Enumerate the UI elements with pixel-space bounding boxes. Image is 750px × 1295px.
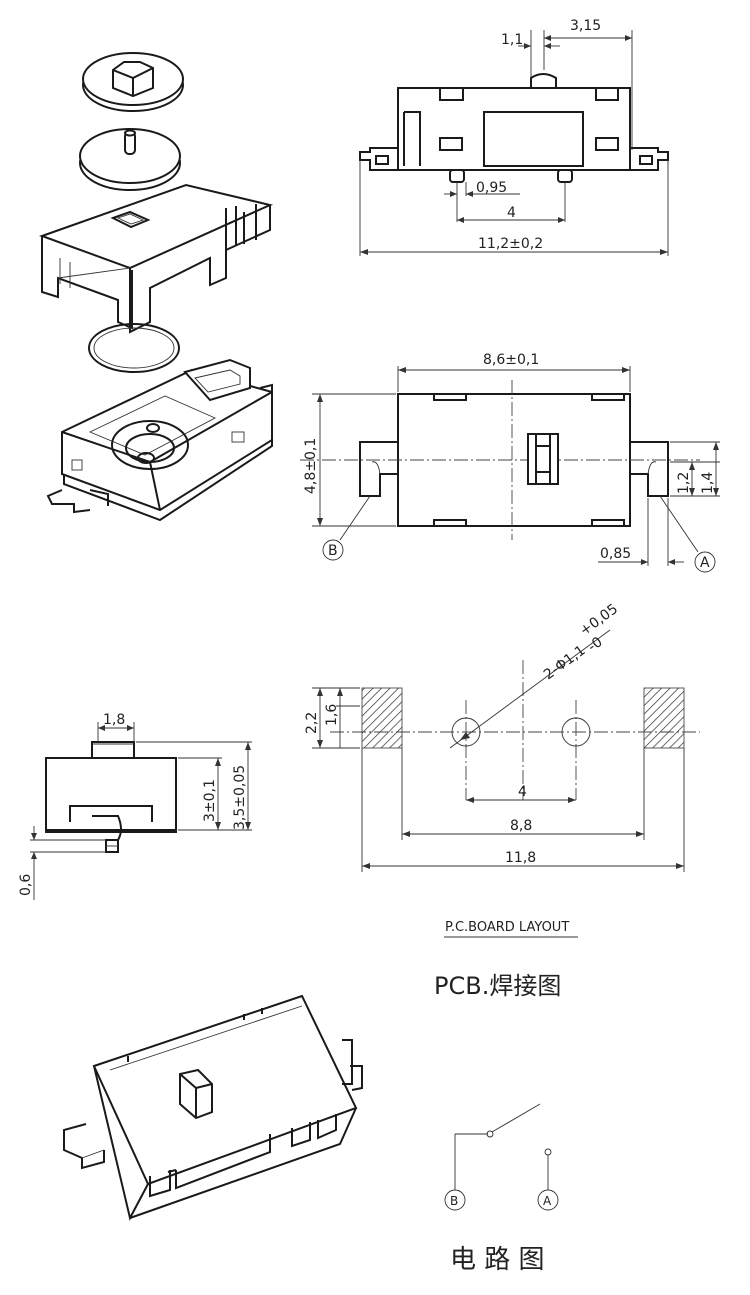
dim-3: 3±0,1 [202, 779, 218, 822]
pad-left [361, 687, 403, 749]
dim-4-pcb: 4 [518, 784, 527, 800]
schematic-label-b: B [450, 1194, 458, 1208]
metal-cover [39, 183, 274, 334]
dim-11-8: 11,8 [505, 850, 536, 866]
plan-view: 8,6±0,1 4,8±0,1 1,2 1,4 0,85 B A [300, 352, 720, 573]
dim-0-6: 0,6 [18, 874, 34, 896]
hole-tol-plus: +0,05 [577, 601, 621, 639]
dim-8-8: 8,8 [510, 818, 532, 834]
dim-4-top: 4 [507, 205, 516, 221]
o-ring [88, 323, 180, 373]
caption-pcb-cn: PCB.焊接图 [434, 972, 561, 1000]
dim-0-85: 0,85 [600, 546, 631, 562]
circuit-schematic: B A [444, 1103, 559, 1211]
exploded-isometric-view [39, 52, 274, 522]
plan-terminal-b: B [328, 543, 338, 559]
dim-11-2: 11,2±0,2 [478, 236, 543, 252]
pcb-layout: 2-Φ1,1 +0,05 -0 2,2 1,6 4 8,8 11,8 [304, 601, 700, 872]
caption-pcb-layout: P.C.BOARD LAYOUT [445, 920, 569, 935]
plunger-disc [79, 128, 181, 191]
dim-1-1: 1,1 [501, 32, 523, 48]
front-view: 1,1 3,15 0,95 4 11,2±0,2 [359, 18, 669, 256]
dim-1-2: 1,2 [676, 472, 692, 494]
pad-right [643, 687, 685, 749]
dim-4-8: 4,8±0,1 [303, 438, 319, 494]
housing-base [46, 358, 273, 522]
schematic-terminal-a [537, 1189, 559, 1211]
dim-2-2: 2,2 [304, 712, 320, 734]
dim-8-6: 8,6±0,1 [483, 352, 539, 368]
caption-circuit: 电 路 图 [450, 1245, 545, 1275]
hole-right [561, 717, 591, 747]
hole-left [451, 717, 481, 747]
dim-1-6: 1,6 [324, 704, 340, 726]
dim-3-5: 3,5±0,05 [232, 765, 248, 830]
hole-spec: 2-Φ1,1 [541, 643, 589, 684]
schematic-label-a: A [543, 1194, 552, 1208]
assembled-isometric-view [63, 994, 363, 1221]
dim-3-15: 3,15 [570, 18, 601, 34]
dim-1-4: 1,4 [700, 472, 716, 494]
actuator-cap [82, 52, 184, 112]
schematic-terminal-b [444, 1189, 466, 1211]
dim-1-8: 1,8 [103, 712, 125, 728]
side-view: 1,8 3±0,1 3,5±0,05 0,6 [18, 712, 252, 900]
dim-0-95: 0,95 [476, 180, 507, 196]
plan-terminal-a: A [700, 555, 710, 571]
